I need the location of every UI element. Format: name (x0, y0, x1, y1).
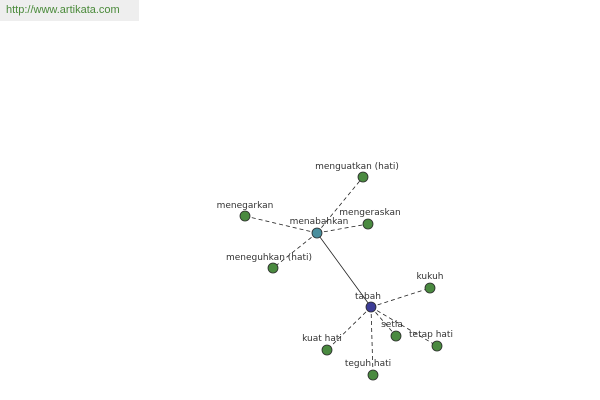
source-link[interactable]: http://www.artikata.com (0, 0, 139, 21)
edge-tabah-teguh-hati (370, 306, 374, 376)
node-kuat-hati[interactable] (321, 344, 333, 356)
edge-tabah-tetap-hati (370, 306, 438, 347)
node-label-tetap-hati[interactable]: tetap hati (409, 330, 453, 340)
edge-tabah-setia (370, 306, 397, 337)
edge-tabah-kuat-hati (326, 306, 372, 351)
edge-tabah-kukuh (370, 287, 431, 308)
node-meneguhkan[interactable] (267, 262, 279, 274)
edge-menabahkan-menguatkan (316, 176, 364, 234)
edge-tabah-menabahkan (316, 232, 372, 308)
edge-menabahkan-menegarkan (244, 215, 318, 234)
node-menabahkan[interactable] (311, 227, 323, 239)
node-menegarkan[interactable] (239, 210, 251, 222)
node-label-teguh-hati[interactable]: teguh hati (345, 359, 391, 369)
node-label-menabahkan[interactable]: menabahkan (290, 217, 349, 227)
edge-menabahkan-meneguhkan (272, 232, 318, 269)
node-teguh-hati[interactable] (367, 369, 379, 381)
node-label-menegarkan[interactable]: menegarkan (217, 201, 274, 211)
node-label-tabah[interactable]: tabah (355, 292, 381, 302)
node-menguatkan[interactable] (357, 171, 369, 183)
node-kukuh[interactable] (424, 282, 436, 294)
node-label-meneguhkan[interactable]: meneguhkan (hati) (226, 253, 312, 263)
node-label-menguatkan[interactable]: menguatkan (hati) (315, 162, 399, 172)
edge-menabahkan-mengeraskan (316, 223, 369, 234)
node-label-mengeraskan[interactable]: mengeraskan (339, 208, 400, 218)
node-label-kukuh[interactable]: kukuh (417, 272, 444, 282)
node-tabah[interactable] (365, 301, 377, 313)
node-tetap-hati[interactable] (431, 340, 443, 352)
node-setia[interactable] (390, 330, 402, 342)
node-label-setia[interactable]: setia (381, 320, 403, 330)
node-label-kuat-hati[interactable]: kuat hati (302, 334, 342, 344)
node-mengeraskan[interactable] (362, 218, 374, 230)
